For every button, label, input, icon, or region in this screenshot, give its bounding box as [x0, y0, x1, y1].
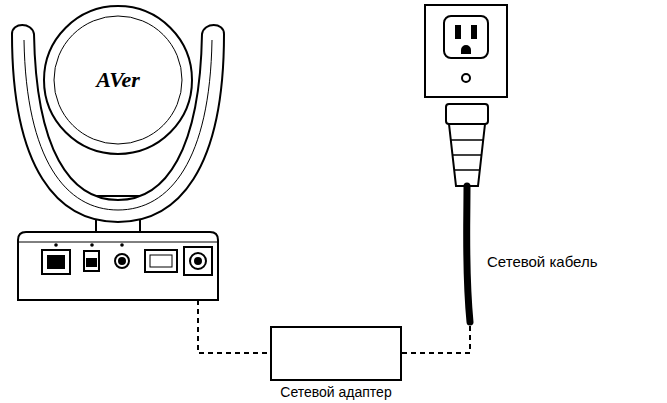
outlet-socket [444, 16, 488, 58]
port-marks [54, 243, 124, 247]
ethernet-socket [48, 256, 64, 268]
camera-drawing [12, 6, 224, 300]
wall-outlet [425, 5, 507, 97]
adapter-label: Сетевой адаптер [270, 384, 402, 400]
dc-jack-pin [195, 258, 201, 264]
outlet-ground [462, 46, 470, 53]
round-port-pin [119, 258, 125, 264]
outlet-slot [472, 26, 476, 38]
outlet-screw [462, 74, 470, 82]
base-edge [18, 242, 218, 243]
plug-head [446, 104, 488, 124]
usb-port [84, 251, 99, 271]
camera-lens-ring [54, 16, 182, 144]
brand-logo: AVer [96, 68, 140, 92]
hdmi-port [145, 250, 177, 272]
power-cable [467, 186, 470, 322]
outlet-slot [456, 26, 460, 38]
dc-jack [184, 247, 212, 275]
camera-base [18, 232, 218, 300]
hdmi-socket [150, 255, 172, 267]
round-port [115, 254, 129, 268]
camera-head [44, 6, 192, 154]
dc-wire [198, 300, 270, 353]
outlet-plate [425, 5, 507, 97]
dc-jack-ring [190, 253, 206, 269]
adapter-outline [270, 326, 402, 381]
adapter-box: Сетевой адаптер [270, 326, 402, 400]
plug-body [449, 124, 485, 186]
usb-socket [87, 259, 96, 266]
power-plug [446, 104, 488, 186]
ethernet-port [42, 250, 70, 274]
mains-wire [402, 322, 470, 353]
cable-label: Сетевой кабель [487, 254, 597, 271]
